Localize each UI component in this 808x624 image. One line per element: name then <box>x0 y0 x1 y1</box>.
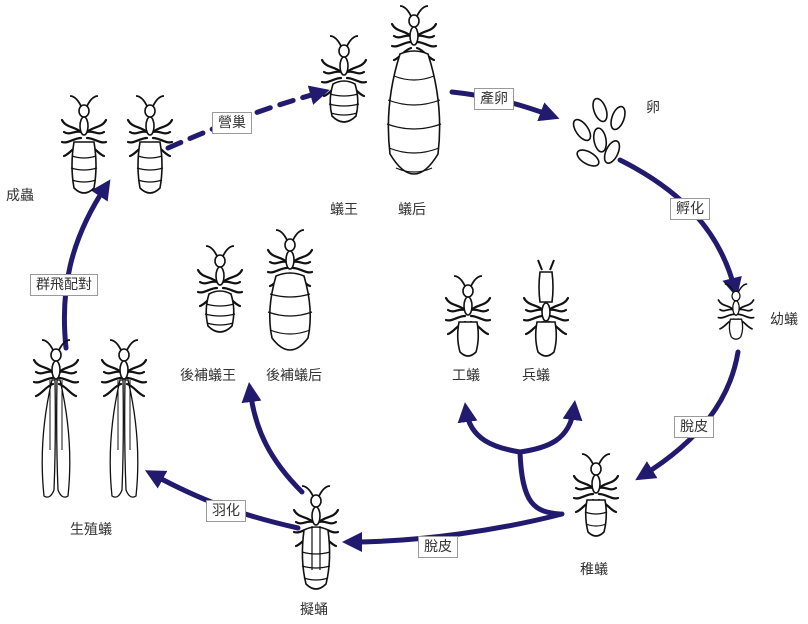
larva-icon <box>718 284 753 339</box>
label-secondary-king: 後補蟻王 <box>180 368 236 384</box>
reproductive-icon-2 <box>102 340 146 497</box>
transition-egg-laying: 產卵 <box>474 88 514 110</box>
arrow-swarming <box>64 186 106 348</box>
transition-hatching: 孵化 <box>670 198 710 220</box>
arrow-hatching <box>620 160 735 290</box>
transition-molt-2: 脫皮 <box>418 536 458 558</box>
arrow-to-worker <box>466 410 520 452</box>
pupa-icon <box>294 486 338 589</box>
secondary-king-icon <box>198 246 242 332</box>
label-reproductive: 生殖蟻 <box>70 522 112 538</box>
transition-nesting: 營巢 <box>212 112 252 134</box>
arrow-secondary <box>250 390 302 492</box>
label-queen: 蟻后 <box>398 202 426 218</box>
label-egg: 卵 <box>646 100 660 116</box>
transition-emergence: 羽化 <box>206 500 246 522</box>
transition-swarming: 群飛配對 <box>30 274 98 296</box>
label-secondary-queen: 後補蟻后 <box>266 368 322 384</box>
label-nymph: 稚蟻 <box>580 562 608 578</box>
queen-icon <box>387 6 441 174</box>
adult-icon-1 <box>62 96 106 193</box>
arrow-to-soldier <box>520 408 574 452</box>
label-worker: 工蟻 <box>452 368 480 384</box>
nymph-icon <box>574 454 618 536</box>
adult-icon-2 <box>128 96 172 193</box>
worker-icon <box>446 276 490 356</box>
label-king: 蟻王 <box>330 202 358 218</box>
arrow-caste-stem <box>520 452 560 514</box>
king-icon <box>322 36 366 122</box>
transition-molt-1: 脫皮 <box>674 416 714 438</box>
label-pupa: 擬蛹 <box>300 602 328 618</box>
label-larva: 幼蟻 <box>770 312 798 328</box>
arrow-molt-1 <box>642 352 738 476</box>
label-adult: 成蟲 <box>6 188 34 204</box>
label-soldier: 兵蟻 <box>522 368 550 384</box>
reproductive-icon-1 <box>34 340 78 497</box>
secondary-queen-icon <box>268 230 312 350</box>
soldier-icon <box>524 260 568 356</box>
